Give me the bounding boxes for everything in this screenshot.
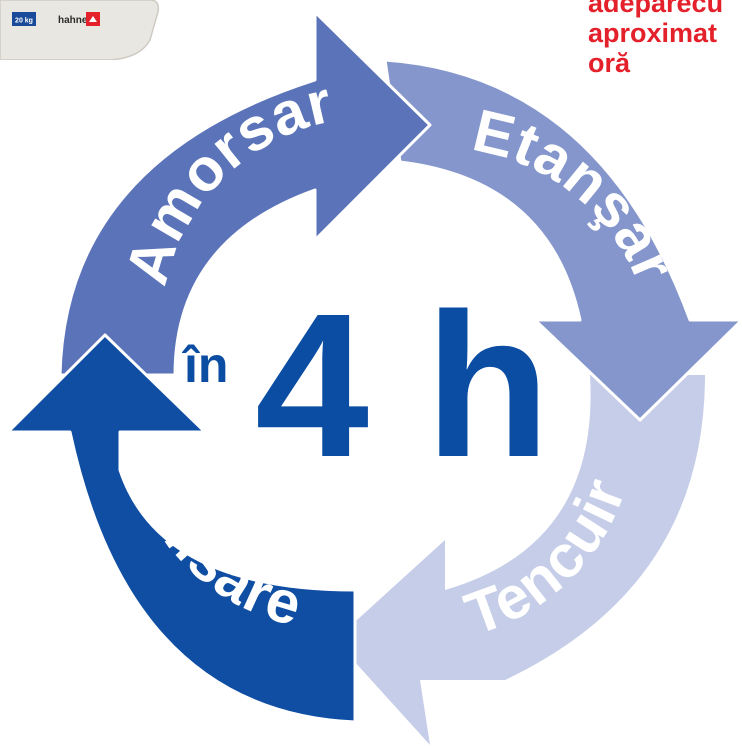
weight-badge: [12, 12, 36, 26]
step-label-amorsare: Amorsare: [0, 0, 339, 292]
arrow-etansare: [383, 58, 742, 422]
brand-label: hahne: [58, 15, 88, 26]
arrow-amorsare: [58, 10, 432, 377]
note-line-1: adeparecu: [588, 0, 724, 18]
center-unit: h: [425, 271, 550, 500]
arrow-finisare: [6, 333, 357, 724]
center-number: 4: [255, 271, 369, 500]
note-line-3: oră: [588, 48, 631, 78]
duration-note: adeparecu aproximat oră: [588, 0, 742, 78]
center-prefix: în: [181, 337, 228, 393]
product-bucket-image: 20 kg hahne: [0, 0, 160, 60]
arrow-tencuire: [335, 375, 705, 745]
weight-label: 20 kg: [15, 18, 33, 25]
note-line-2: aproximat: [588, 18, 718, 48]
